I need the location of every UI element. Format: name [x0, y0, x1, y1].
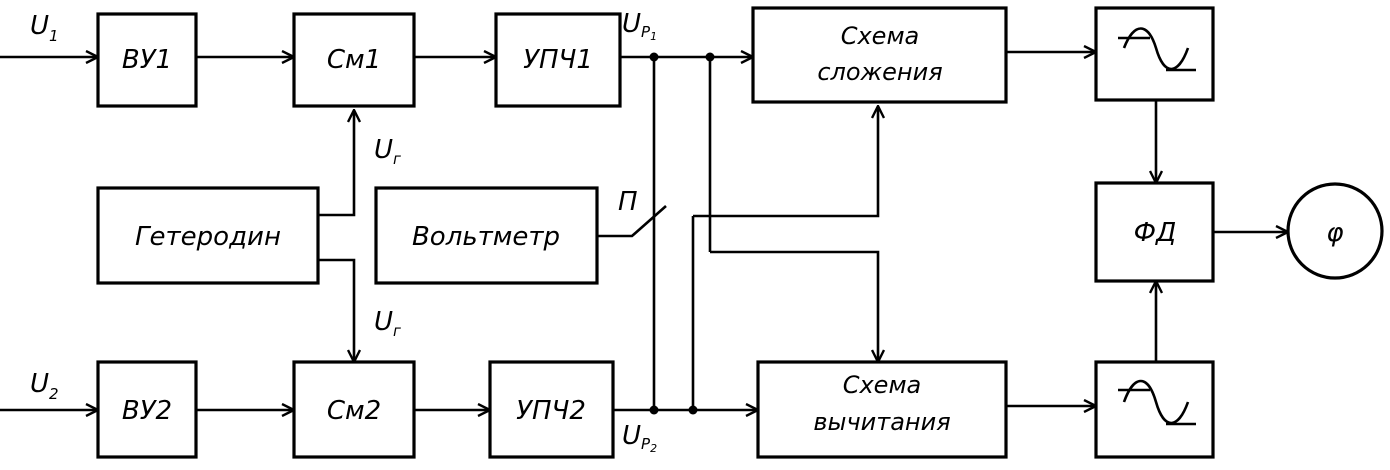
- signal-u2: U2: [30, 369, 59, 403]
- block-summation-line1: Схема: [841, 22, 920, 50]
- phase-meter-label: φ: [1326, 218, 1343, 248]
- block-geterodin: [96, 186, 320, 285]
- phase-meter-circle: [1286, 182, 1384, 280]
- block-limiter-top: [1094, 6, 1215, 102]
- junction-dot: [705, 52, 715, 62]
- signal-up2: UP2: [622, 421, 657, 455]
- signal-ur-top: Uг: [374, 135, 401, 168]
- block-sm1: [292, 12, 416, 108]
- block-upch1: [494, 12, 622, 108]
- block-phase-detector-label: ФД: [1134, 218, 1177, 248]
- block-sm1-label: См1: [327, 45, 381, 75]
- wire-geterodin-sm2: [318, 258, 354, 362]
- wire-geterodin-sm1: [318, 110, 354, 217]
- signal-ur-bottom: Uг: [374, 307, 401, 340]
- block-summation-line2: сложения: [817, 58, 942, 86]
- block-phase-detector: [1094, 181, 1215, 283]
- switch-label: П: [618, 187, 638, 217]
- sine-limiter-icon: [1118, 27, 1196, 72]
- junction-dot: [649, 405, 659, 415]
- sine-limiter-icon: [1118, 379, 1196, 426]
- block-subtraction-line1: Схема: [843, 371, 922, 399]
- switch-p: [597, 205, 667, 238]
- block-summation: [751, 6, 1008, 104]
- connections: [0, 52, 1288, 410]
- block-upch2: [488, 360, 615, 459]
- block-vu2-label: ВУ2: [122, 396, 172, 426]
- block-upch1-label: УПЧ1: [523, 45, 593, 75]
- block-voltmeter: [374, 186, 599, 285]
- junction-dot: [649, 52, 659, 62]
- block-sm2-label: См2: [327, 396, 381, 426]
- block-vu1: [96, 12, 198, 108]
- block-geterodin-label: Гетеродин: [135, 222, 281, 252]
- signal-u1: U1: [30, 11, 59, 45]
- block-vu2: [96, 360, 198, 459]
- junction-dot: [688, 405, 698, 415]
- block-subtraction: [756, 360, 1008, 459]
- signal-up1: UP1: [622, 9, 657, 43]
- wire-up2-sum: [693, 106, 878, 218]
- wire-up1-sub: [710, 250, 878, 362]
- junctions: [649, 52, 715, 415]
- block-sm2: [292, 360, 416, 459]
- block-voltmeter-label: Вольтметр: [412, 222, 560, 252]
- block-vu1-label: ВУ1: [122, 45, 172, 75]
- block-upch2-label: УПЧ2: [516, 396, 586, 426]
- block-limiter-bottom: [1094, 360, 1215, 459]
- block-subtraction-line2: вычитания: [813, 408, 950, 436]
